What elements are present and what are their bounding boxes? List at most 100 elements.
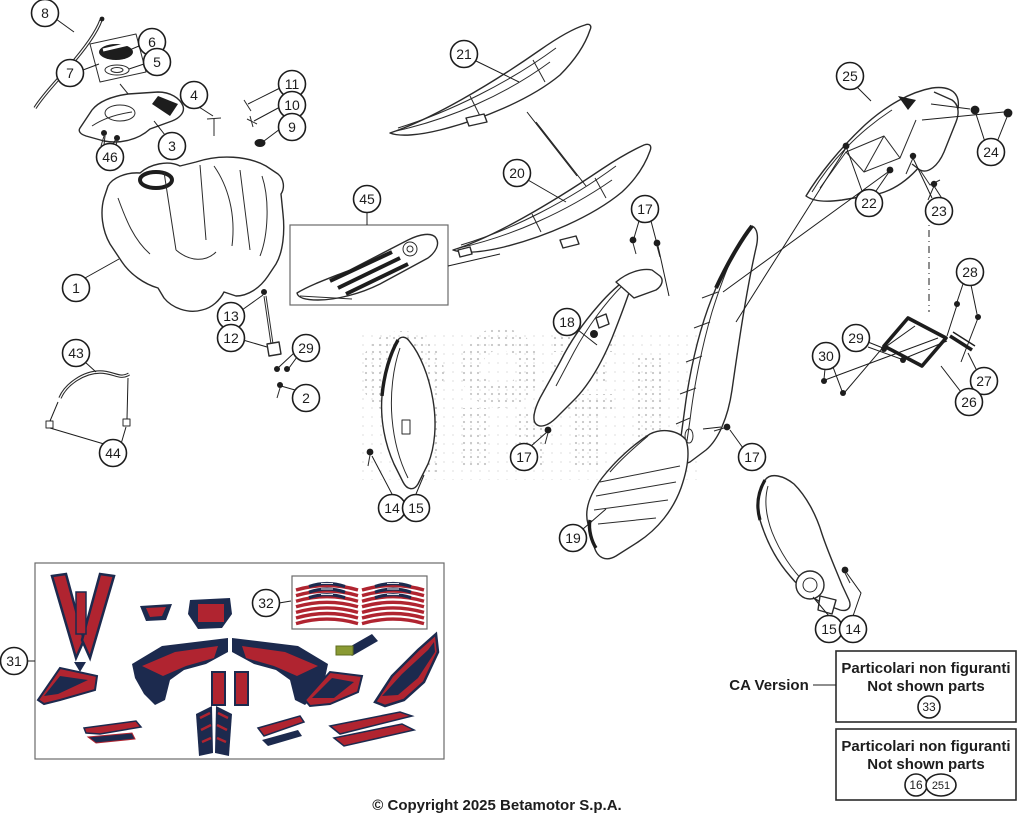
fork-guard-decals [196,706,232,756]
seat-lower-drawing [452,143,652,258]
leader-line [883,325,916,349]
callout-circle [401,493,431,523]
callout-8: 8 [30,0,60,28]
fastener-dot [840,390,846,396]
callout-19: 19 [558,523,588,553]
side-panel-left-drawing [533,268,663,427]
callout-circle [95,142,125,172]
fastener-dot [274,366,280,372]
callout-251: 251 [925,773,957,797]
callout-29: 29 [291,333,321,363]
leader-line [975,113,986,143]
callout-circle [61,338,91,368]
callout-number: 29 [298,340,314,356]
leader-line [867,341,884,349]
leader-line [447,253,501,267]
callout-circle [925,773,957,797]
leader-line [845,571,862,617]
callout-33: 33 [917,695,941,719]
callout-20: 20 [502,158,532,188]
leader-line [49,427,105,445]
number-plate-drawing [882,316,976,368]
rim-stripe-decal [295,617,359,626]
leader-line [930,103,971,110]
leader-line [867,346,902,360]
callout-45: 45 [352,184,382,214]
callout-number: 45 [359,191,375,207]
callout-43: 43 [61,338,91,368]
leader-line [288,356,298,369]
leader-line [702,426,722,430]
leader-line [103,135,106,146]
fastener-dot [544,426,552,434]
callout-number: 27 [976,373,992,389]
rim-stripe-decal [361,600,425,609]
leader-line [241,294,264,311]
leader-line [253,106,281,122]
leader-line [415,474,425,495]
callout-number: 17 [744,449,760,465]
fastener-dot [821,378,827,384]
fastener-dot [261,289,267,295]
leader-line [633,220,640,239]
shroud-bolts-drawing [544,242,725,445]
leader-line [921,111,1005,121]
callout-number: 32 [258,595,274,611]
leader-line [278,600,292,604]
tank-fasteners-drawing [206,99,266,147]
callout-number: 22 [861,195,877,211]
fastener-dot [629,236,637,244]
callout-15: 15 [814,614,844,644]
callout-9: 9 [277,112,307,142]
callout-number: 24 [983,144,999,160]
callout-13: 13 [216,301,246,331]
callout-31: 31 [0,646,29,676]
callout-number: 15 [821,621,837,637]
callout-number: 25 [842,68,858,84]
callout-circle [969,366,999,396]
callout-circle [502,158,532,188]
strip-decals-left [82,720,143,744]
fastener-dot [114,135,120,141]
callout-circle [61,273,91,303]
callout-44: 44 [98,438,128,468]
fastener-dot [101,130,107,136]
seat-upper-drawing [389,23,592,136]
callout-number: 19 [565,530,581,546]
leader-line [582,508,607,530]
leader-line [242,339,268,348]
hose-drawing [45,370,131,429]
leader-line [529,431,548,448]
leader-line [82,63,100,71]
note-box-2: Particolari non figuranti Not shown part… [835,728,1017,801]
callout-number: 5 [153,54,161,70]
callout-17: 17 [509,442,539,472]
callout-number: 4 [190,87,198,103]
callout-circle [854,188,884,218]
fastener-dot [366,448,374,456]
rim-stripe-decal [361,589,425,598]
fork-guard-drawing [367,336,436,490]
callout-17: 17 [630,194,660,224]
fuel-tank-drawing [101,156,285,312]
ca-version-label: CA Version [729,677,808,694]
leader-line [657,245,670,297]
callout-16: 16 [904,773,928,797]
callout-circle [98,438,128,468]
callout-circle [737,442,767,472]
callout-circle [841,323,871,353]
leader-line [844,317,909,393]
note-box-2-line-1: Particolari non figuranti [841,738,1010,755]
callout-circle [291,333,321,363]
leader-line [960,317,979,363]
callout-number: 14 [384,500,400,516]
fastener-dot [284,366,290,372]
callout-24: 24 [976,137,1006,167]
callout-28: 28 [955,257,985,287]
swingarm-decals [328,711,417,747]
callout-number: 17 [637,201,653,217]
callout-circle [509,442,539,472]
callout-23: 23 [924,196,954,226]
rim-stripe-decal [361,606,425,615]
callout-number: 7 [66,65,74,81]
